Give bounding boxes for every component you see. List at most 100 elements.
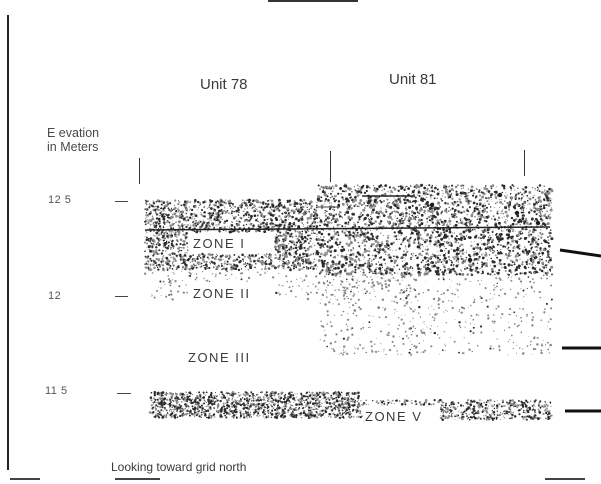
stipple-dot [309, 200, 313, 204]
stipple-dot [318, 244, 321, 246]
stipple-dot [492, 229, 494, 231]
stipple-dot [410, 231, 414, 235]
stipple-dot [149, 269, 152, 272]
stipple-dot [328, 229, 329, 231]
stipple-dot [295, 244, 298, 246]
stipple-dot [474, 251, 476, 252]
stipple-dot [436, 290, 439, 293]
stipple-dot [177, 247, 180, 250]
stipple-dot [170, 282, 172, 284]
stipple-dot [387, 284, 391, 287]
stipple-dot [374, 249, 377, 252]
stipple-dot [493, 218, 497, 221]
stipple-dot [174, 260, 177, 262]
stipple-dot [144, 266, 147, 268]
stipple-dot [255, 199, 258, 203]
stipple-dot [475, 266, 479, 270]
stipple-dot [219, 216, 222, 219]
stipple-dot [307, 209, 309, 211]
stipple-dot [362, 326, 365, 329]
stipple-dot [389, 249, 391, 251]
stipple-dot [391, 340, 394, 343]
stipple-dot [248, 263, 251, 266]
stipple-dot [343, 297, 346, 300]
stipple-dot [198, 256, 199, 258]
stipple-dot [274, 254, 277, 256]
stipple-dot [278, 224, 282, 228]
stipple-dot [480, 297, 483, 300]
stipple-dot [410, 253, 413, 255]
stipple-dot [460, 270, 463, 272]
stipple-dot [407, 284, 410, 287]
stipple-dot [349, 293, 351, 295]
stipple-dot [310, 291, 312, 294]
stipple-dot [285, 246, 288, 249]
stipple-dot [439, 249, 443, 252]
stipple-dot [390, 259, 393, 263]
stipple-dot [375, 271, 377, 274]
stipple-dot [153, 259, 155, 261]
stipple-dot [287, 264, 289, 266]
stipple-dot [145, 203, 148, 206]
stipple-dot [364, 274, 366, 276]
stipple-dot [302, 252, 305, 256]
stipple-dot [401, 213, 403, 215]
stipple-dot [355, 256, 357, 258]
stipple-dot [284, 206, 286, 208]
stipple-dot [182, 291, 185, 294]
stipple-dot [404, 266, 407, 269]
stipple-dot [341, 231, 344, 233]
stipple-dot [515, 266, 519, 269]
stipple-dot [447, 235, 449, 237]
stipple-dot [439, 218, 442, 222]
stipple-dot [282, 253, 284, 255]
stipple-dot [322, 264, 325, 268]
stipple-dot [274, 248, 277, 251]
stipple-dot [450, 269, 452, 270]
stipple-dot [534, 229, 536, 232]
stipple-dot [368, 218, 370, 219]
stipple-dot [423, 265, 426, 269]
stipple-dot [148, 212, 152, 216]
stipple-dot [262, 221, 265, 225]
stipple-dot [454, 271, 458, 275]
stipple-dot [154, 235, 156, 237]
stipple-dot [145, 263, 148, 265]
stipple-dot [533, 206, 536, 209]
stipple-dot [544, 224, 547, 227]
stipple-dot [526, 259, 529, 261]
stipple-dot [503, 329, 506, 332]
stipple-dot [194, 200, 197, 203]
stipple-dot [313, 217, 316, 221]
stipple-dot [341, 225, 344, 227]
stipple-dot [446, 272, 448, 274]
stipple-dot [455, 264, 459, 268]
stipple-dot [300, 221, 302, 223]
stipple-dot [481, 209, 484, 212]
stipple-dot [384, 307, 387, 310]
stipple-dot [208, 253, 211, 256]
stipple-dot [207, 212, 209, 214]
stipple-dot [415, 183, 419, 187]
stipple-dot [422, 239, 425, 242]
stipple-dot [353, 223, 357, 227]
stipple-dot [294, 260, 297, 262]
stipple-dot [404, 217, 407, 220]
stipple-dot [331, 186, 333, 188]
stipple-dot [435, 254, 439, 258]
stipple-dot [378, 261, 380, 263]
stipple-dot [385, 285, 388, 289]
stipple-dot [334, 262, 338, 266]
stipple-dot [203, 260, 206, 263]
stipple-dot [307, 221, 309, 223]
stipple-dot [544, 213, 546, 215]
stipple-dot [448, 187, 449, 189]
stipple-dot [269, 268, 270, 270]
stipple-dot [459, 326, 462, 329]
stipple-dot [271, 202, 273, 204]
stipple-dot [319, 243, 323, 247]
stipple-dot [514, 197, 517, 201]
stipple-dot [542, 233, 544, 235]
stipple-dot [379, 248, 383, 251]
stipple-dot [358, 306, 361, 309]
